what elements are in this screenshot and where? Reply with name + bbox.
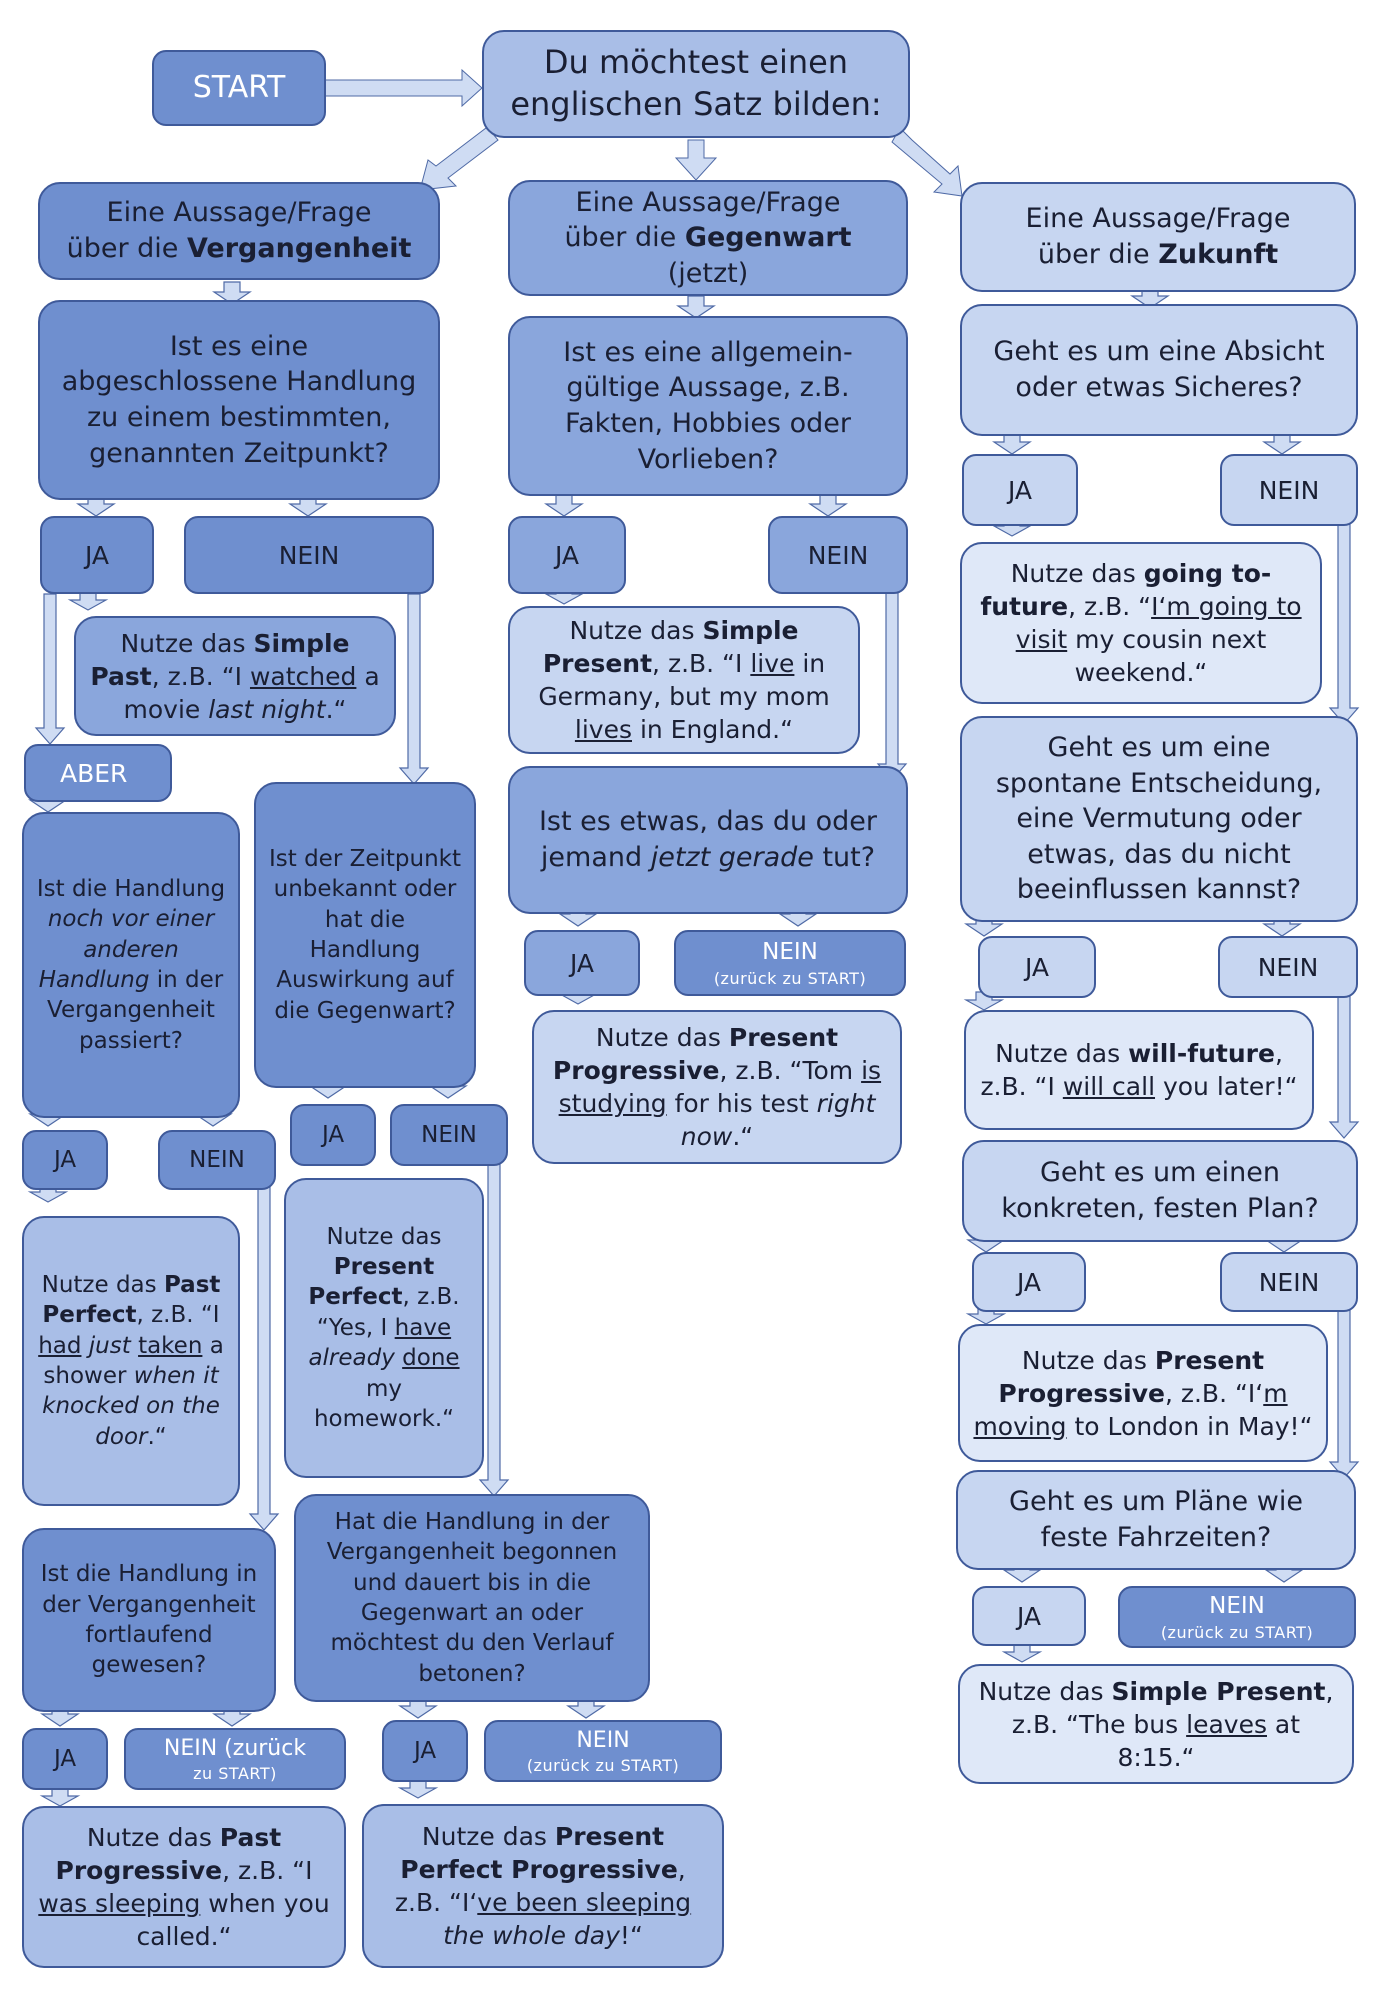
present-right-now-yes: JA <box>524 930 640 996</box>
past-before-yes: JA <box>22 1130 108 1190</box>
past-question-before-other: Ist die Handlung noch vor einer anderen … <box>22 812 240 1118</box>
present-general-yes: JA <box>508 516 626 594</box>
future-intention-no: NEIN <box>1220 454 1358 526</box>
long-arrows <box>34 521 1360 1531</box>
present-question-right-now: Ist es etwas, das du oder jemand jetzt g… <box>508 766 908 914</box>
future-question-fixed-plan: Geht es um einen konkreten, festen Plan? <box>962 1140 1358 1242</box>
present-general-no: NEIN <box>768 516 908 594</box>
past-unknown-no: NEIN <box>390 1104 508 1166</box>
present-header: Eine Aussage/Frage über die Gegenwart (j… <box>508 180 908 296</box>
future-question-timetables: Geht es um Pläne wie feste Fahrzeiten? <box>956 1470 1356 1570</box>
arrow-intro-future <box>891 127 963 197</box>
future-timetables-yes: JA <box>972 1586 1086 1646</box>
past-until-now-no: NEIN (zurück zu START) <box>484 1720 722 1782</box>
past-q1-no: NEIN <box>184 516 434 594</box>
past-before-no: NEIN <box>158 1130 276 1190</box>
present-progressive-result: Nutze das Present Progressive, z.B. “Tom… <box>532 1010 902 1164</box>
present-question-general: Ist es eine allgemein-gültige Aussage, z… <box>508 316 908 496</box>
past-question-unknown-time: Ist der Zeitpunkt unbekannt oder hat die… <box>254 782 476 1088</box>
past-question-until-now: Hat die Handlung in der Vergangenheit be… <box>294 1494 650 1702</box>
start-node: START <box>152 50 326 126</box>
past-perfect-result: Nutze das Past Perfect, z.B. “I had just… <box>22 1216 240 1506</box>
future-plan-no: NEIN <box>1220 1252 1358 1312</box>
past-continuous-no: NEIN (zurück zu START) <box>124 1728 346 1790</box>
past-progressive-result: Nutze das Past Progressive, z.B. “I was … <box>22 1806 346 1968</box>
past-until-now-yes: JA <box>382 1720 468 1782</box>
arrow-intro-present <box>674 139 718 181</box>
present-simple-present-result: Nutze das Simple Present, z.B. “I live i… <box>508 606 860 754</box>
future-present-progressive-result: Nutze das Present Progressive, z.B. “I‘m… <box>958 1324 1328 1462</box>
future-question-spontaneous: Geht es um eine spontane Entscheidung, e… <box>960 716 1358 922</box>
future-simple-present-result: Nutze das Simple Present, z.B. “The bus … <box>958 1664 1354 1784</box>
arrow-intro-past <box>419 127 499 191</box>
future-plan-yes: JA <box>972 1252 1086 1312</box>
present-perfect-progressive-result: Nutze das Present Perfect Progressive, z… <box>362 1804 724 1968</box>
past-header: Eine Aussage/Frage über die Vergangenhei… <box>38 182 440 280</box>
aber-node: ABER <box>24 744 172 802</box>
past-continuous-yes: JA <box>22 1728 108 1790</box>
future-going-to-result: Nutze das going to-future, z.B. “I‘m goi… <box>960 542 1322 704</box>
future-intention-yes: JA <box>962 454 1078 526</box>
past-q1-yes: JA <box>40 516 154 594</box>
future-timetables-no: NEIN (zurück zu START) <box>1118 1586 1356 1648</box>
future-spontaneous-yes: JA <box>978 936 1096 998</box>
future-will-result: Nutze das will-future, z.B. “I will call… <box>964 1010 1314 1130</box>
future-question-intention: Geht es um eine Absicht oder etwas Siche… <box>960 304 1358 436</box>
arrow-start-intro <box>317 68 483 108</box>
future-header: Eine Aussage/Frage über die Zukunft <box>960 182 1356 292</box>
past-unknown-yes: JA <box>290 1104 376 1166</box>
past-question-continuous: Ist die Handlung in der Vergangenheit fo… <box>22 1528 276 1712</box>
future-spontaneous-no: NEIN <box>1218 936 1358 998</box>
intro-node: Du möchtest einen englischen Satz bilden… <box>482 30 910 138</box>
present-right-now-no: NEIN (zurück zu START) <box>674 930 906 996</box>
past-simple-past-result: Nutze das Simple Past, z.B. “I watched a… <box>74 616 396 736</box>
past-question-completed: Ist es eine abgeschlossene Handlung zu e… <box>38 300 440 500</box>
present-perfect-result: Nutze das Present Perfect, z.B. “Yes, I … <box>284 1178 484 1478</box>
